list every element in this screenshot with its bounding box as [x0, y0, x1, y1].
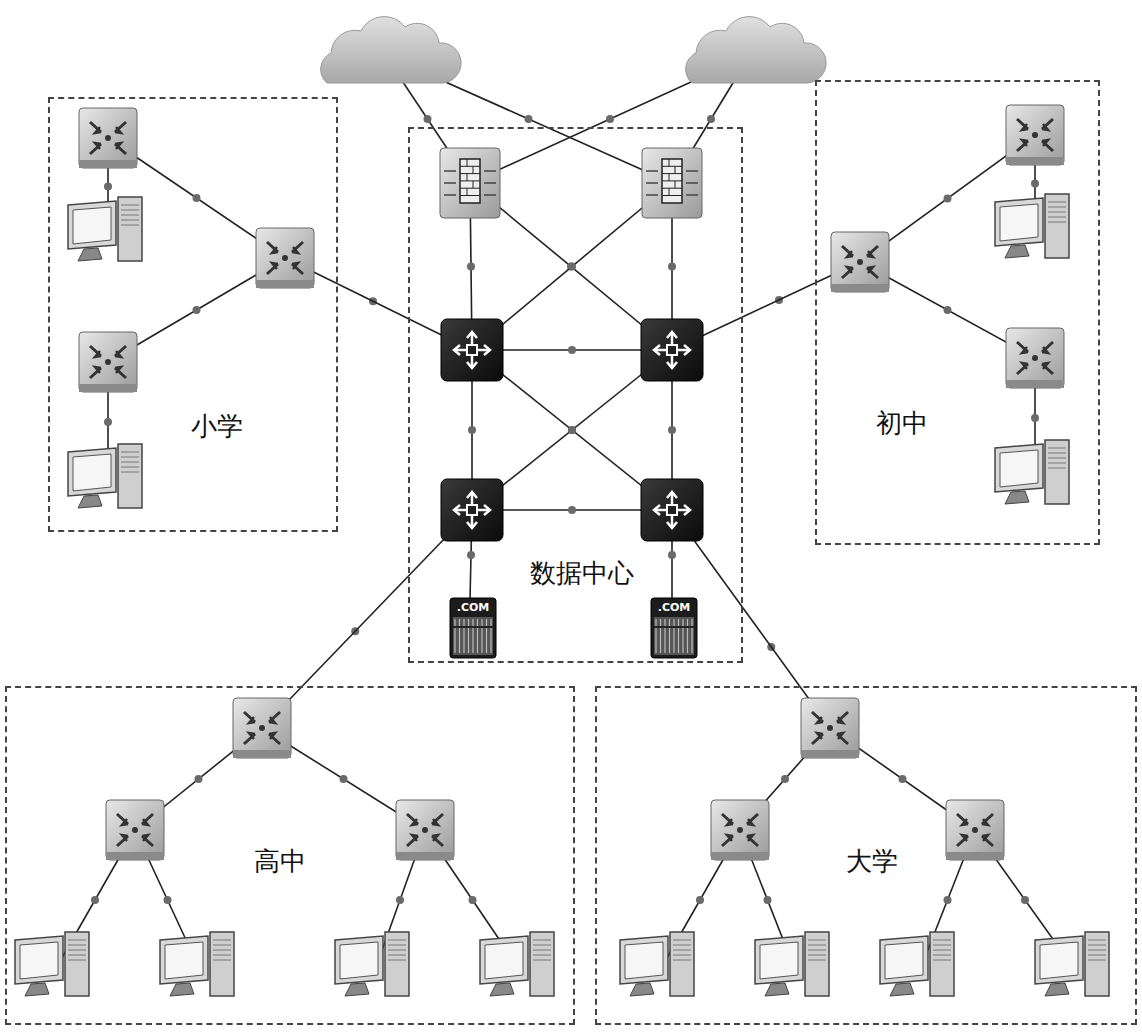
link-dot: [340, 775, 348, 783]
pc-icon: [15, 932, 89, 996]
switch-icon: [396, 800, 454, 860]
region-box: 大学: [595, 686, 1137, 1025]
network-link: [743, 608, 800, 686]
region-label: 初中: [876, 408, 928, 439]
pc-icon: [480, 932, 554, 996]
pc-icon: [995, 440, 1069, 504]
server-label: .COM: [650, 597, 698, 614]
link-dot: [469, 896, 477, 904]
router-icon: [441, 479, 503, 541]
link-dot: [164, 896, 172, 904]
link-dot: [668, 551, 676, 559]
pc-icon: [880, 932, 954, 996]
link-dot: [91, 896, 99, 904]
link-dot: [568, 263, 576, 271]
link-dot: [193, 194, 201, 202]
link-dot: [781, 775, 789, 783]
pc-icon: [68, 444, 142, 508]
switch-icon: [801, 698, 859, 758]
link-dot: [568, 506, 576, 514]
switch-icon: [256, 228, 314, 288]
pc-icon: [68, 197, 142, 261]
region-label: 大学: [846, 846, 898, 877]
switch-icon: [79, 108, 137, 168]
region-box: 小学: [48, 97, 338, 532]
cloud-icon: [321, 17, 461, 83]
region-box: 高中: [5, 686, 575, 1025]
link-dot: [1031, 180, 1039, 188]
link-dot: [104, 418, 112, 426]
link-dot: [195, 775, 203, 783]
network-link: [302, 576, 408, 686]
link-dot: [568, 346, 576, 354]
link-dot: [525, 115, 533, 123]
pc-icon: [335, 932, 409, 996]
switch-icon: [1006, 105, 1064, 165]
pc-icon: [995, 194, 1069, 258]
firewall-icon: [642, 148, 702, 218]
network-link: [743, 283, 815, 317]
network-link: [338, 284, 408, 318]
link-dot: [944, 195, 952, 203]
pc-icon: [620, 932, 694, 996]
link-dot: [568, 426, 576, 434]
link-dot: [1021, 896, 1029, 904]
link-dot: [1031, 414, 1039, 422]
switch-icon: [946, 800, 1004, 860]
region-box: .COM .COM 数据中心: [408, 127, 743, 663]
switch-icon: [711, 800, 769, 860]
router-icon: [441, 319, 503, 381]
pc-icon: [755, 932, 829, 996]
link-dot: [668, 426, 676, 434]
region-label: 高中: [254, 846, 306, 877]
link-dot: [707, 115, 715, 123]
server-box: .COM: [449, 597, 497, 659]
link-dot: [944, 306, 952, 314]
switch-icon: [106, 800, 164, 860]
link-dot: [899, 775, 907, 783]
pc-icon: [1035, 932, 1109, 996]
link-dot: [606, 115, 614, 123]
cloud-icon: [686, 17, 826, 83]
link-dot: [467, 551, 475, 559]
server-box: .COM: [650, 597, 698, 659]
switch-icon: [1006, 328, 1064, 388]
server-label: .COM: [449, 597, 497, 614]
link-dot: [696, 896, 704, 904]
link-dot: [764, 896, 772, 904]
link-dot: [468, 426, 476, 434]
link-dot: [396, 896, 404, 904]
router-icon: [641, 319, 703, 381]
pc-icon: [160, 932, 234, 996]
link-dot: [944, 896, 952, 904]
firewall-icon: [440, 148, 500, 218]
link-dot: [193, 306, 201, 314]
link-dot: [668, 263, 676, 271]
region-label: 小学: [191, 411, 243, 442]
link-dot: [467, 263, 475, 271]
link-dot: [424, 115, 432, 123]
link-dot: [104, 183, 112, 191]
switch-icon: [233, 698, 291, 758]
region-label: 数据中心: [530, 558, 634, 589]
switch-icon: [831, 232, 889, 292]
switch-icon: [79, 332, 137, 392]
region-box: 初中: [815, 80, 1100, 545]
link-dot: [568, 426, 576, 434]
router-icon: [641, 479, 703, 541]
